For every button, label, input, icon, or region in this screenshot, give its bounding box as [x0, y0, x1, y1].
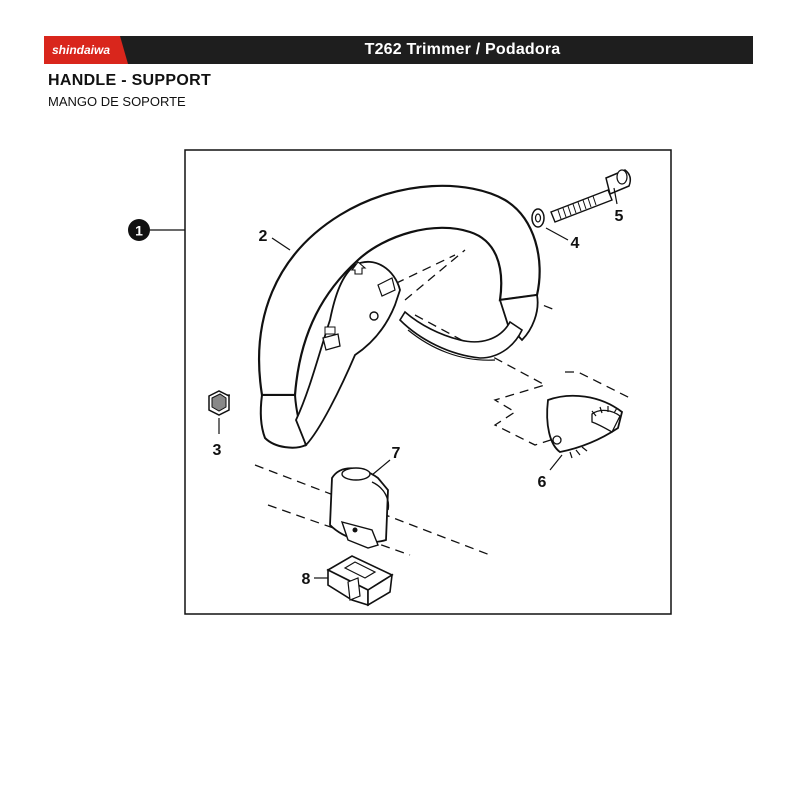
callout-5[interactable]: 5 — [613, 187, 624, 225]
callout-6-label: 6 — [538, 474, 547, 491]
callout-4[interactable]: 4 — [545, 227, 580, 252]
page-title: HANDLE - SUPPORT — [48, 72, 212, 89]
header-bar: T262 Trimmer / Podadora — [44, 36, 753, 64]
brand-logo: shindaiwa — [44, 33, 128, 67]
spacer-part[interactable] — [326, 555, 394, 607]
callout-3-label: 3 — [213, 442, 222, 459]
washer-part[interactable] — [531, 208, 545, 228]
diagram-frame — [184, 149, 672, 615]
logo-text: shindaiwa — [51, 43, 110, 57]
callout-7-label: 7 — [392, 445, 401, 462]
callout-2-label: 2 — [259, 228, 268, 245]
callout-7[interactable]: 7 — [371, 445, 401, 476]
header-title: T262 Trimmer / Podadora — [364, 41, 561, 58]
callout-5-label: 5 — [615, 208, 624, 225]
nut-part[interactable] — [208, 390, 230, 416]
handle-part[interactable] — [258, 184, 541, 449]
page-subtitle: MANGO DE SOPORTE — [48, 94, 186, 109]
callout-2[interactable]: 2 — [259, 228, 291, 251]
bolt-part[interactable] — [550, 169, 632, 223]
callout-8-label: 8 — [302, 571, 311, 588]
callout-1-label: 1 — [135, 223, 143, 239]
logo-badge-shape — [44, 36, 128, 64]
callout-6[interactable]: 6 — [538, 454, 563, 491]
clamp-part[interactable] — [329, 467, 390, 549]
callout-1[interactable]: 1 — [128, 219, 185, 241]
callout-4-label: 4 — [571, 235, 580, 252]
bracket-part[interactable] — [546, 394, 624, 459]
callout-8[interactable]: 8 — [302, 571, 328, 588]
callout-3[interactable]: 3 — [213, 418, 222, 459]
